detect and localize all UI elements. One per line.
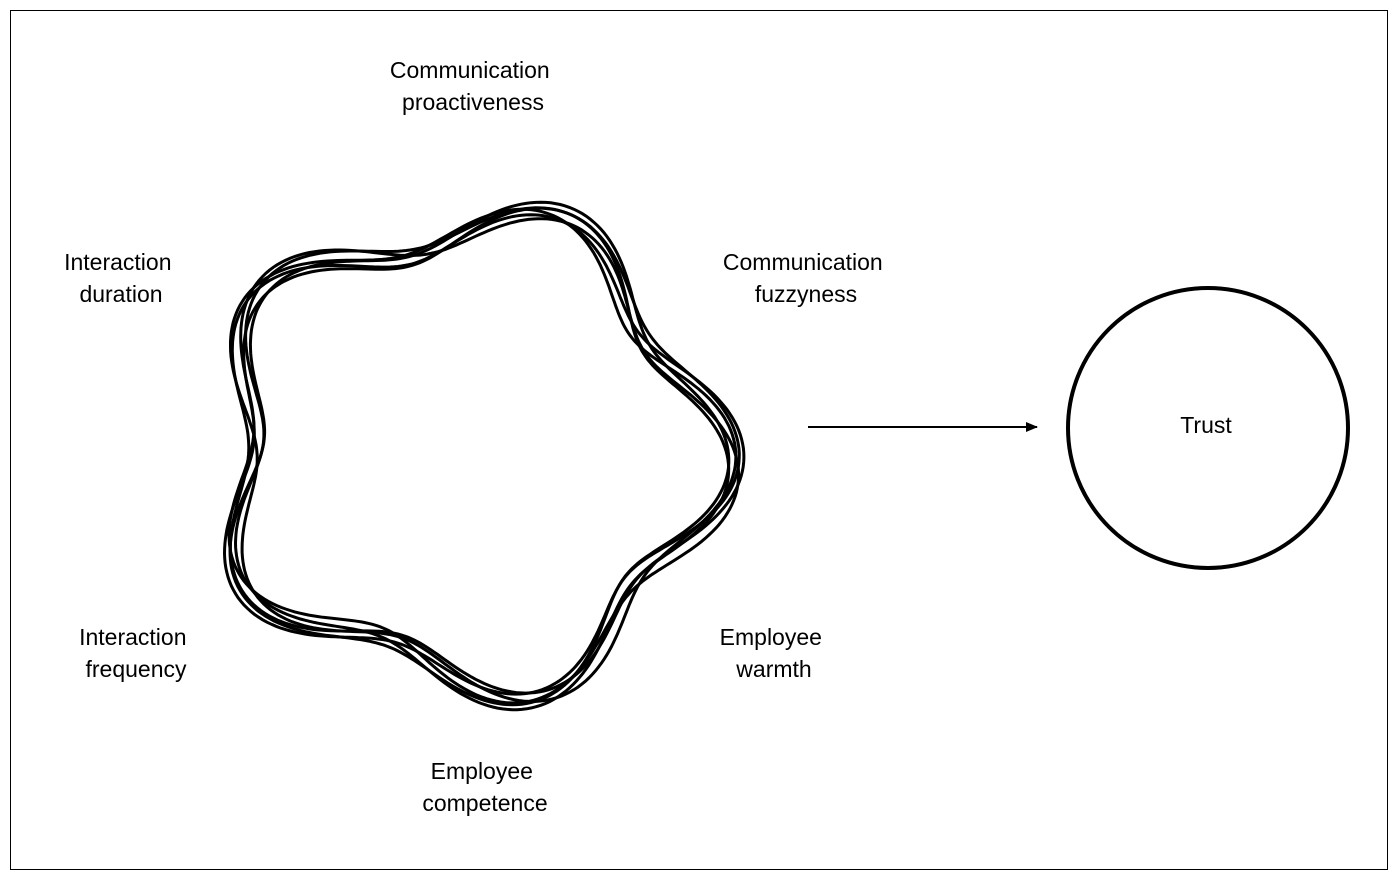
- label-communication-proactiveness: Communication proactiveness: [390, 57, 556, 115]
- loop-communication-fuzzyness: [228, 213, 746, 695]
- trust-circle: [1066, 286, 1350, 570]
- label-communication-proactiveness-line1: Communication: [390, 57, 550, 83]
- loop-employee-warmth: [222, 206, 741, 696]
- label-employee-warmth-line1: Employee: [720, 624, 822, 650]
- label-employee-competence-line1: Employee: [431, 758, 533, 784]
- label-interaction-frequency-line1: Interaction: [79, 624, 186, 650]
- label-interaction-frequency: Interaction frequency: [79, 624, 193, 682]
- label-communication-proactiveness-line2: proactiveness: [402, 89, 544, 115]
- label-employee-competence-line2: competence: [422, 790, 547, 816]
- label-employee-competence: Employee competence: [422, 758, 547, 816]
- label-communication-fuzzyness: Communication fuzzyness: [723, 249, 889, 307]
- label-employee-warmth: Employee warmth: [720, 624, 829, 682]
- interwoven-factor-loops: [222, 200, 746, 712]
- label-communication-fuzzyness-line2: fuzzyness: [755, 281, 857, 307]
- label-communication-fuzzyness-line1: Communication: [723, 249, 883, 275]
- loop-interaction-duration: [227, 217, 741, 705]
- label-interaction-duration: Interaction duration: [64, 249, 178, 307]
- label-interaction-duration-line1: Interaction: [64, 249, 171, 275]
- trust-label: Trust: [1180, 412, 1232, 438]
- label-employee-warmth-line2: warmth: [735, 656, 811, 682]
- loop-interaction-frequency: [233, 206, 731, 712]
- loop-communication-proactiveness: [229, 207, 738, 704]
- label-interaction-frequency-line2: frequency: [85, 656, 187, 682]
- label-interaction-duration-line2: duration: [79, 281, 162, 307]
